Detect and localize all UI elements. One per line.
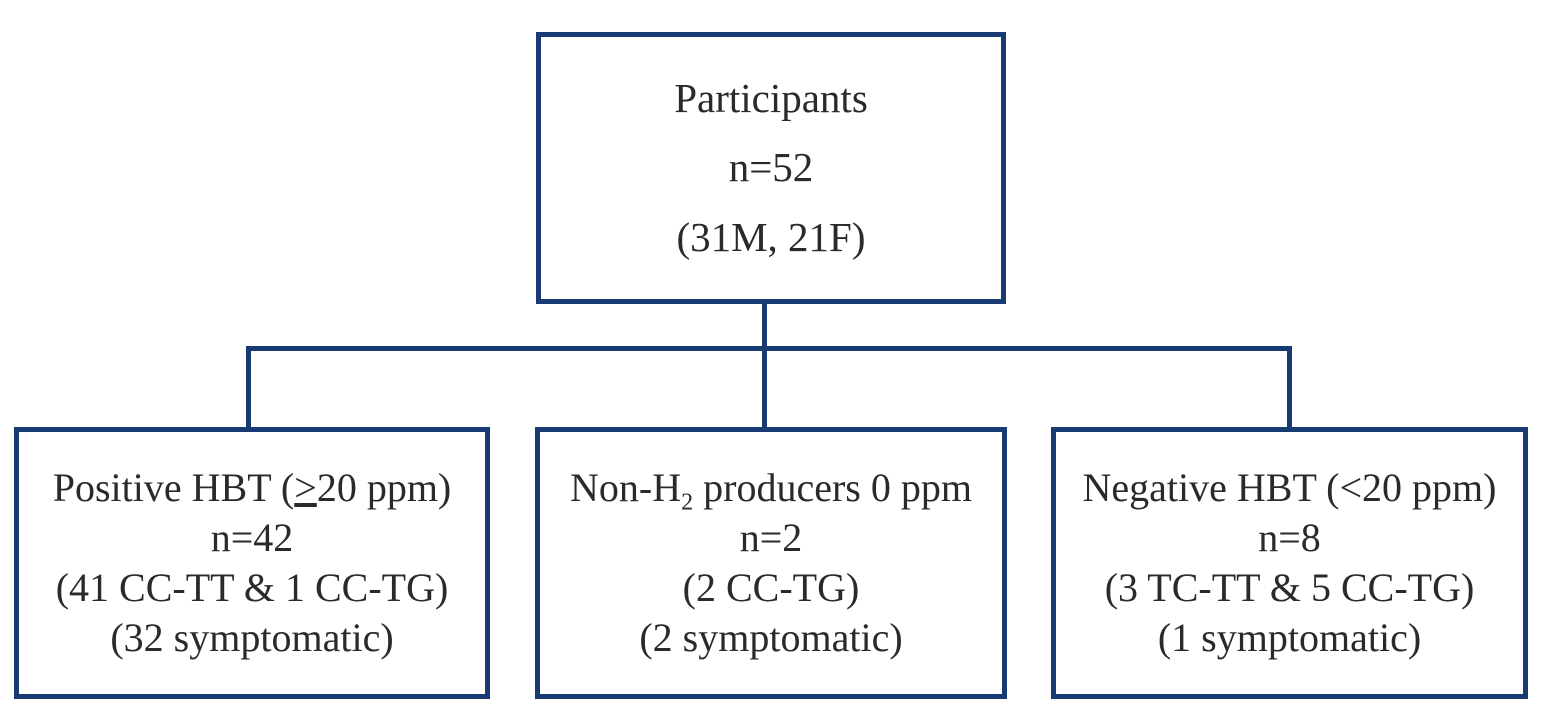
- participants-box: Participants n=52 (31M, 21F): [536, 32, 1006, 304]
- non-h2-producers-count: n=2: [739, 515, 803, 560]
- negative-hbt-box: Negative HBT (<20 ppm) n=8 (3 TC-TT & 5 …: [1051, 427, 1528, 699]
- positive-hbt-genotypes: (41 CC-TT & 1 CC-TG): [55, 565, 449, 610]
- connector-horizontal: [246, 346, 1292, 351]
- positive-hbt-title: Positive HBT (>20 ppm): [53, 464, 452, 512]
- connector-right-down: [1287, 346, 1292, 429]
- negative-hbt-count: n=8: [1258, 515, 1321, 560]
- non-h2-title-prefix: Non-H: [570, 465, 682, 510]
- participants-count: n=52: [728, 144, 814, 191]
- negative-hbt-symptomatic: (1 symptomatic): [1157, 615, 1422, 660]
- participants-sex: (31M, 21F): [676, 213, 866, 260]
- positive-hbt-symptomatic: (32 symptomatic): [110, 615, 394, 660]
- positive-hbt-box: Positive HBT (>20 ppm) n=42 (41 CC-TT & …: [14, 427, 490, 699]
- negative-hbt-genotypes: (3 TC-TT & 5 CC-TG): [1104, 565, 1475, 610]
- non-h2-producers-genotypes: (2 CC-TG): [682, 565, 860, 610]
- positive-hbt-count: n=42: [210, 515, 294, 560]
- positive-hbt-title-prefix: Positive HBT (: [52, 465, 295, 510]
- non-h2-producers-title: Non-H2 producers 0 ppm: [570, 464, 972, 516]
- non-h2-producers-symptomatic: (2 symptomatic): [639, 615, 903, 660]
- positive-hbt-title-symbol: >: [294, 465, 317, 510]
- non-h2-producers-box: Non-H2 producers 0 ppm n=2 (2 CC-TG) (2 …: [535, 427, 1007, 699]
- non-h2-title-subscript: 2: [681, 489, 694, 516]
- non-h2-title-suffix: producers 0 ppm: [693, 465, 972, 510]
- negative-hbt-title: Negative HBT (<20 ppm): [1082, 465, 1497, 510]
- connector-left-down: [246, 346, 251, 429]
- participants-title: Participants: [674, 75, 868, 122]
- connector-root-down: [762, 302, 767, 427]
- positive-hbt-title-suffix: 20 ppm): [316, 465, 452, 510]
